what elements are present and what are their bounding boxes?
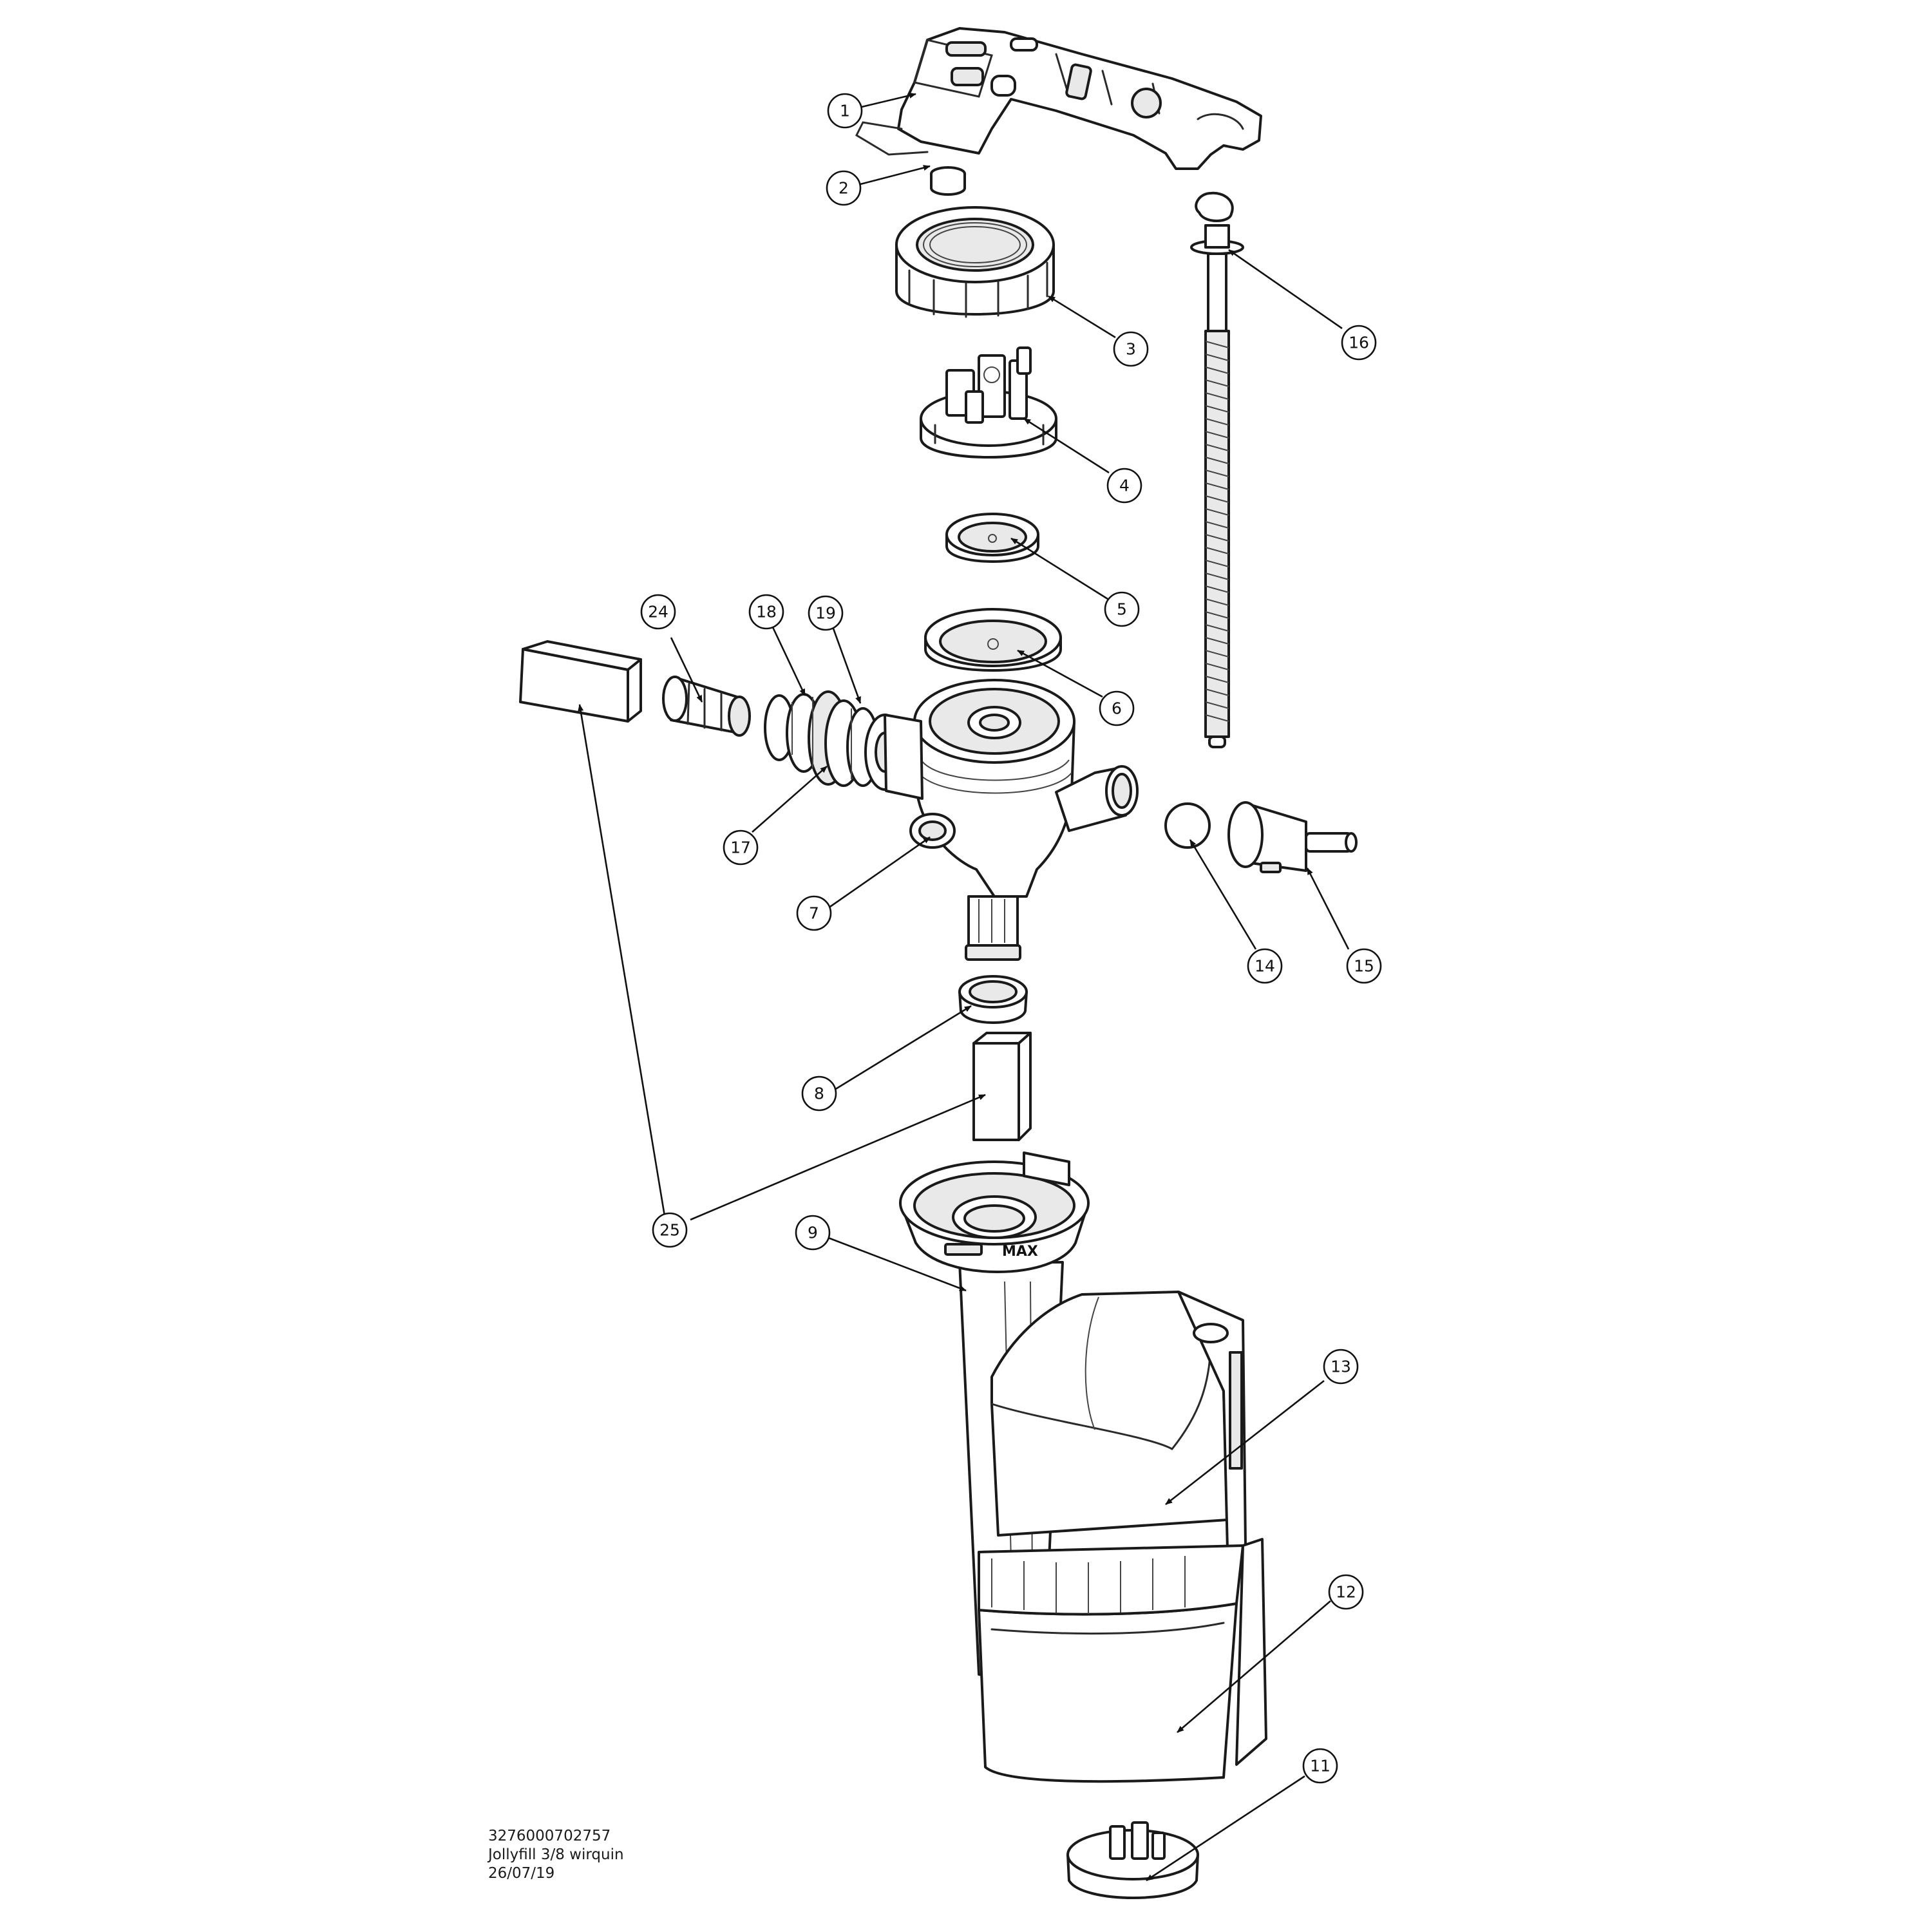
callout-17: 17 bbox=[723, 829, 759, 866]
svg-text:3: 3 bbox=[1126, 340, 1136, 359]
part-4-valve-cap bbox=[920, 346, 1057, 459]
part-3-threaded-nut bbox=[895, 206, 1055, 318]
part-14-ball bbox=[1164, 802, 1211, 849]
part-25-foam-block-vertical bbox=[972, 1032, 1032, 1141]
leader-11 bbox=[1146, 1775, 1305, 1882]
drawing-caption: 3276000702757 Jollyfill 3/8 wirquin 26/0… bbox=[488, 1827, 624, 1883]
part-2-small-cap bbox=[930, 166, 966, 196]
svg-text:6: 6 bbox=[1112, 699, 1122, 718]
callout-18: 18 bbox=[748, 594, 784, 630]
callout-4: 4 bbox=[1106, 468, 1142, 504]
callout-5: 5 bbox=[1104, 591, 1140, 627]
leader-3 bbox=[1048, 295, 1116, 339]
lever-slot-small bbox=[1010, 37, 1038, 52]
callout-14: 14 bbox=[1247, 948, 1283, 984]
svg-text:7: 7 bbox=[809, 904, 819, 923]
callout-11: 11 bbox=[1302, 1748, 1338, 1784]
leader-1 bbox=[861, 92, 916, 108]
svg-text:5: 5 bbox=[1117, 600, 1127, 619]
leader-4 bbox=[1023, 417, 1110, 474]
part-16-threaded-rod bbox=[1190, 191, 1244, 748]
callout-6: 6 bbox=[1099, 690, 1135, 726]
lever-slot-mid bbox=[951, 67, 984, 86]
callout-15: 15 bbox=[1346, 948, 1382, 984]
part-11-base-plug bbox=[1066, 1821, 1199, 1899]
part-7-valve-body bbox=[884, 679, 1139, 961]
svg-text:15: 15 bbox=[1354, 957, 1374, 976]
callout-16: 16 bbox=[1341, 325, 1377, 361]
callout-2: 2 bbox=[826, 170, 862, 206]
svg-text:12: 12 bbox=[1336, 1583, 1356, 1602]
leader-14 bbox=[1189, 839, 1257, 950]
part-5-small-diaphragm bbox=[945, 513, 1039, 563]
leader-9 bbox=[828, 1236, 967, 1292]
part-15-nozzle bbox=[1227, 801, 1358, 873]
leader-18 bbox=[772, 627, 806, 696]
part-12-float-cage bbox=[978, 1538, 1267, 1783]
svg-text:2: 2 bbox=[838, 179, 849, 198]
svg-text:1: 1 bbox=[840, 102, 850, 120]
svg-text:16: 16 bbox=[1349, 334, 1369, 352]
leader-12 bbox=[1177, 1600, 1331, 1733]
callout-25: 25 bbox=[652, 1212, 688, 1248]
callout-3: 3 bbox=[1113, 331, 1149, 367]
svg-text:24: 24 bbox=[648, 603, 668, 621]
part-13-float bbox=[990, 1291, 1247, 1551]
callout-9: 9 bbox=[795, 1215, 831, 1251]
leader-24 bbox=[670, 637, 703, 703]
leader-lines bbox=[578, 92, 1350, 1882]
lever-slot-top bbox=[945, 41, 987, 57]
caption-date: 26/07/19 bbox=[488, 1865, 555, 1882]
caption-product-name: Jollyfill 3/8 wirquin bbox=[488, 1846, 624, 1863]
callouts: 1 2 3 4 5 6 7 8 9 11 12 13 14 15 16 17 1… bbox=[640, 93, 1382, 1784]
part-6-large-diaphragm bbox=[924, 608, 1062, 672]
leader-13 bbox=[1165, 1379, 1325, 1506]
leader-6 bbox=[1017, 649, 1103, 698]
leader-15 bbox=[1306, 867, 1350, 950]
leader-8 bbox=[834, 1005, 972, 1091]
callout-12: 12 bbox=[1328, 1574, 1364, 1610]
callout-7: 7 bbox=[796, 895, 832, 931]
svg-text:17: 17 bbox=[730, 838, 751, 857]
part-25-foam-block-left bbox=[519, 640, 642, 723]
part-24-filter-sleeve bbox=[662, 676, 751, 737]
callout-19: 19 bbox=[808, 595, 844, 631]
svg-text:18: 18 bbox=[756, 603, 777, 621]
leader-7 bbox=[828, 836, 931, 909]
leader-19 bbox=[832, 628, 862, 704]
svg-text:4: 4 bbox=[1119, 477, 1130, 495]
svg-text:9: 9 bbox=[808, 1224, 818, 1242]
lever-logo-mark bbox=[1065, 63, 1092, 100]
leader-25-b bbox=[690, 1094, 986, 1221]
leader-17 bbox=[752, 766, 828, 833]
callout-8: 8 bbox=[801, 1075, 837, 1112]
svg-text:19: 19 bbox=[815, 604, 836, 623]
leader-2 bbox=[860, 165, 931, 185]
callout-1: 1 bbox=[827, 93, 863, 129]
part-17-18-inlet-fitting bbox=[764, 690, 905, 791]
caption-part-number: 3276000702757 bbox=[488, 1828, 611, 1844]
part-1-lever-arm bbox=[855, 27, 1262, 170]
svg-text:13: 13 bbox=[1331, 1358, 1351, 1376]
lever-pivot-mark bbox=[1131, 88, 1162, 118]
float-max-label: MAX bbox=[1002, 1244, 1038, 1260]
part-8-seal-ring bbox=[958, 975, 1028, 1024]
svg-text:14: 14 bbox=[1255, 957, 1275, 976]
callout-13: 13 bbox=[1323, 1349, 1359, 1385]
leader-25-a bbox=[578, 704, 666, 1217]
leader-5 bbox=[1010, 537, 1108, 600]
svg-text:25: 25 bbox=[659, 1221, 680, 1240]
lever-slot-round bbox=[990, 75, 1016, 97]
callout-24: 24 bbox=[640, 594, 676, 630]
svg-text:8: 8 bbox=[814, 1084, 824, 1103]
svg-text:11: 11 bbox=[1310, 1757, 1331, 1776]
leader-16 bbox=[1228, 249, 1343, 330]
